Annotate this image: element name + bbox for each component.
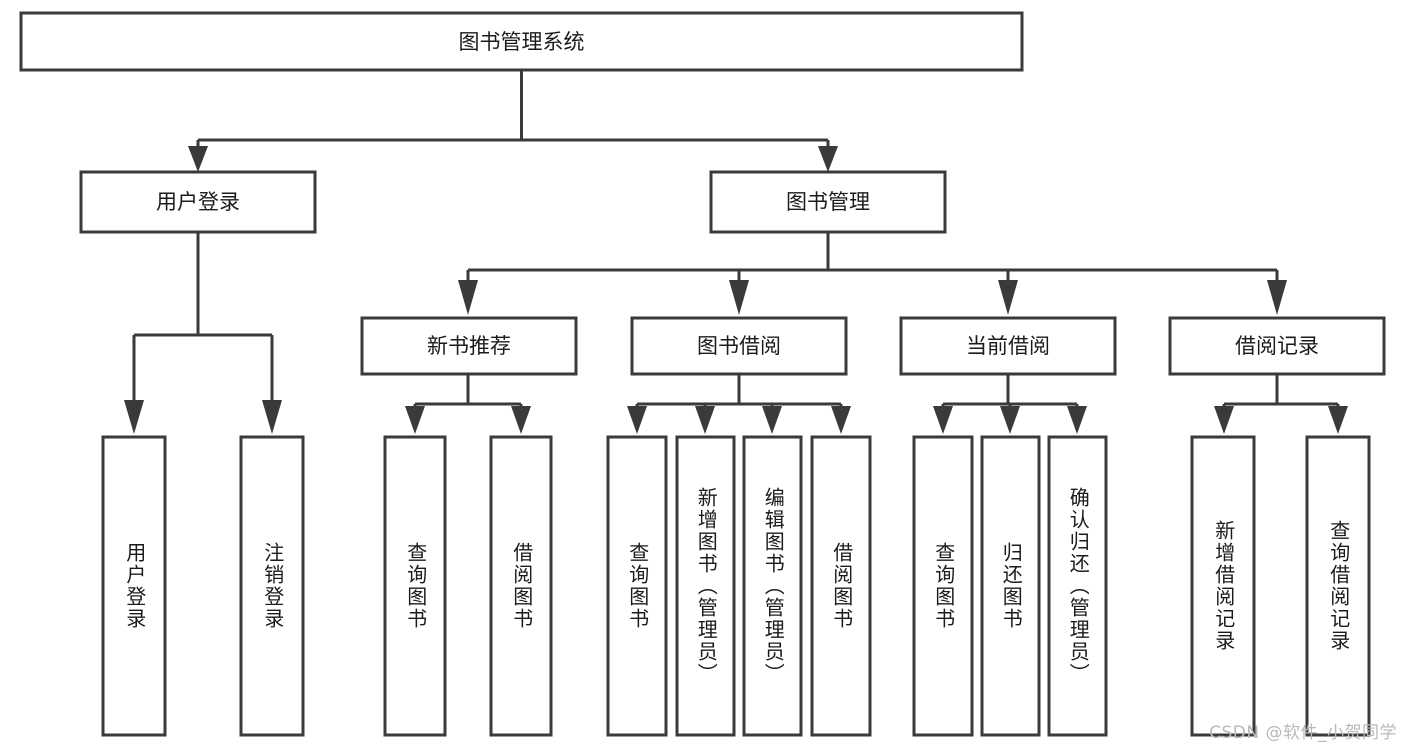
arrowhead-record-leaf-2	[1328, 406, 1348, 434]
leaf-box-borrow-query[interactable]	[606, 435, 668, 737]
leaf-box-current-query[interactable]	[912, 435, 974, 737]
arrowhead-current-leaf-1	[933, 406, 953, 434]
leaf-box-user-login[interactable]	[101, 435, 167, 737]
arrowhead-newbook-leaf-1	[405, 406, 425, 434]
arrowhead-borrow-leaf-2	[695, 406, 715, 434]
node-label-borrow-record: 借阅记录	[1235, 334, 1319, 358]
node-label-book-borrow: 图书借阅	[697, 334, 781, 358]
node-box-user-login[interactable]	[79, 170, 317, 234]
leaf-box-current-return[interactable]	[980, 435, 1041, 737]
leaf-box-newbook-borrow[interactable]	[489, 435, 553, 737]
arrowhead-borrow-record	[1267, 280, 1287, 315]
leaf-box-current-confirm[interactable]	[1047, 435, 1108, 737]
node-label-current-borrow: 当前借阅	[966, 334, 1050, 358]
leaf-box-record-query[interactable]	[1305, 435, 1371, 737]
arrowhead-borrow-leaf-4	[831, 406, 851, 434]
leaf-box-borrow-lend[interactable]	[810, 435, 872, 737]
node-layer: 图书管理系统 用户登录 图书管理 新书推荐 图书借阅 当前借阅 借阅记录	[19, 11, 1386, 737]
arrowhead-current-leaf-2	[1000, 406, 1020, 434]
arrowhead-current-leaf-3	[1067, 406, 1087, 434]
connector-layer	[124, 70, 1348, 434]
node-label-user-login: 用户登录	[156, 190, 240, 214]
arrowhead-book-manage	[818, 146, 838, 172]
arrowhead-newbook-leaf-2	[511, 406, 531, 434]
leaf-box-logout[interactable]	[239, 435, 305, 737]
watermark-text: CSDN @软件_小贺同学	[1209, 723, 1397, 743]
node-label-root: 图书管理系统	[459, 30, 585, 54]
arrowhead-current-borrow	[998, 280, 1018, 315]
node-label-book-manage: 图书管理	[786, 190, 870, 214]
leaf-box-record-add[interactable]	[1190, 435, 1256, 737]
leaf-box-newbook-query[interactable]	[383, 435, 447, 737]
node-box-root[interactable]	[19, 11, 1024, 72]
arrowhead-borrow-leaf-1	[627, 406, 647, 434]
node-box-book-borrow[interactable]	[630, 316, 848, 376]
node-box-book-manage[interactable]	[709, 170, 947, 234]
leaf-box-borrow-edit[interactable]	[742, 435, 803, 737]
leaf-box-borrow-add[interactable]	[675, 435, 736, 737]
node-label-new-book-rec: 新书推荐	[427, 334, 511, 358]
arrowhead-borrow-leaf-3	[762, 406, 782, 434]
node-box-new-book-rec[interactable]	[360, 316, 578, 376]
node-box-borrow-record[interactable]	[1168, 316, 1386, 376]
node-box-current-borrow[interactable]	[899, 316, 1117, 376]
arrowhead-leaf-logout	[262, 400, 282, 434]
arrowhead-new-book-rec	[458, 280, 478, 315]
arrowhead-book-borrow	[729, 280, 749, 315]
arrowhead-leaf-user-login	[124, 400, 144, 434]
arrowhead-record-leaf-1	[1214, 406, 1234, 434]
arrowhead-user-login	[188, 146, 208, 172]
